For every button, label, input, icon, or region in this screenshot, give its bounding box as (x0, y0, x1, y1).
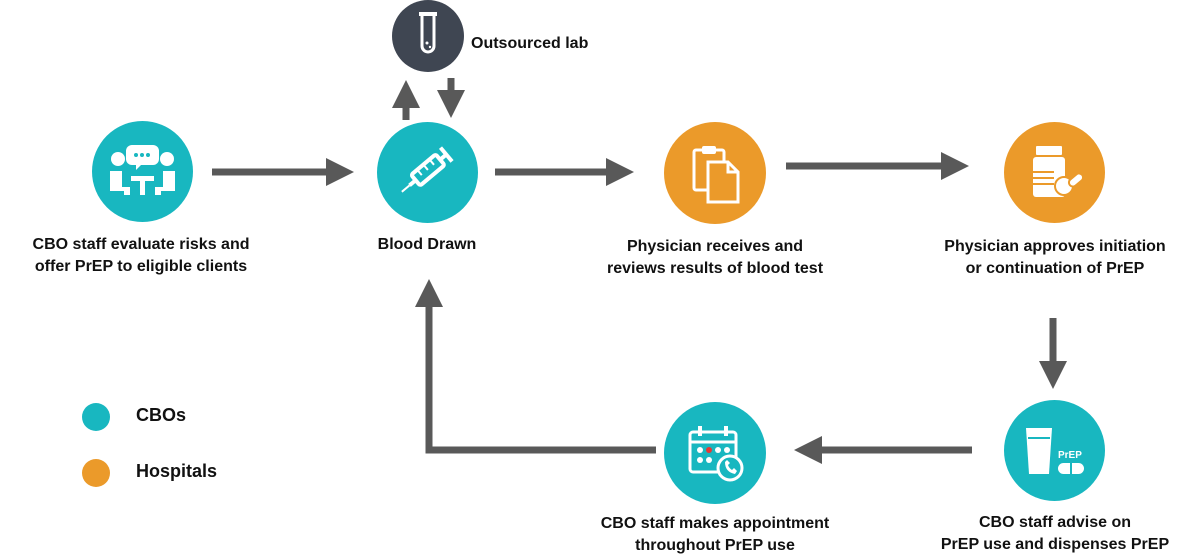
clipboard-documents-icon (692, 146, 740, 204)
prep-icon-text: PrEP (1058, 450, 1082, 461)
blood-drawn-label: Blood Drawn (377, 236, 477, 253)
cbo-appointment-node (664, 402, 766, 504)
physician-reviews-label: Physician receives and reviews results o… (606, 238, 824, 277)
blood-drawn-node (377, 122, 478, 223)
pill-bottle-icon (1033, 146, 1085, 197)
cbo-appointment-label: CBO staff makes appointment throughout P… (600, 515, 830, 554)
arrow-appointment-to-blood (415, 279, 656, 454)
cbo-dispense-label: CBO staff advise on PrEP use and dispens… (940, 514, 1170, 553)
syringe-icon (401, 146, 454, 193)
legend-cbos-dot (82, 403, 110, 431)
legend-hospitals-dot (82, 459, 110, 487)
physician-approves-node (1004, 122, 1105, 223)
legend-hospitals-label: Hospitals (136, 461, 218, 481)
cbo-evaluate-label: CBO staff evaluate risks and offer PrEP … (32, 236, 250, 275)
meeting-table-icon (110, 145, 175, 195)
cbo-evaluate-node (92, 121, 193, 222)
legend-cbos-label: CBOs (136, 405, 187, 425)
cbo-dispense-node: PrEP (1004, 400, 1105, 501)
test-tube-icon (419, 12, 437, 54)
physician-approves-label: Physician approves initiation or continu… (944, 238, 1166, 277)
calendar-phone-icon (688, 426, 744, 482)
water-and-prep-pill-icon: PrEP (1026, 428, 1084, 474)
outsourced-lab-label: Outsourced lab (471, 35, 589, 52)
outsourced-lab-node (392, 0, 464, 72)
physician-reviews-node (664, 122, 766, 224)
